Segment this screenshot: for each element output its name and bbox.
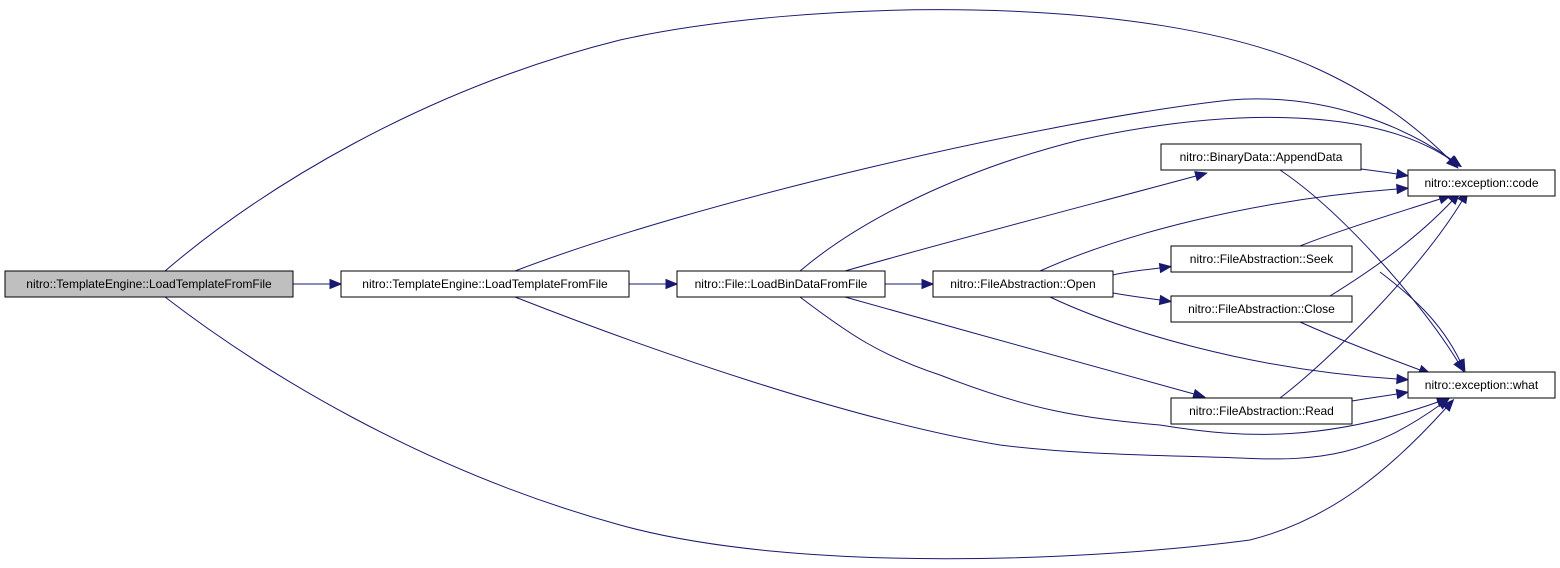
arrowhead-icon	[1441, 398, 1455, 412]
arrowhead-icon	[1194, 171, 1208, 182]
edge-lbdff-to-code	[799, 117, 1462, 272]
node-box[interactable]	[340, 270, 630, 298]
edge-line	[1379, 271, 1461, 362]
edge-root-to-what	[164, 296, 1455, 560]
edge-line	[1049, 296, 1398, 380]
edge-line	[844, 175, 1197, 272]
node-box[interactable]	[676, 270, 886, 298]
arrowhead-icon	[1447, 155, 1462, 168]
edge-lbdff-to-open	[885, 278, 935, 290]
edge-open-to-what	[1049, 296, 1410, 385]
node-box[interactable]	[1170, 295, 1353, 323]
edge-lbdff-to-append	[844, 171, 1208, 272]
edge-line	[514, 98, 1453, 272]
edge-line	[164, 9, 1451, 272]
node-label[interactable]: nitro::FileAbstraction::Read	[1189, 404, 1334, 418]
node-code[interactable]: nitro::exception::code	[1407, 169, 1556, 197]
node-label[interactable]: nitro::FileAbstraction::Seek	[1190, 252, 1334, 266]
node-box[interactable]	[4, 270, 294, 298]
node-what[interactable]: nitro::exception::what	[1407, 371, 1556, 399]
node-label[interactable]: nitro::exception::what	[1425, 378, 1539, 392]
edge-line	[1279, 169, 1459, 363]
edge-ltff-to-code	[514, 98, 1463, 272]
node-label[interactable]: nitro::File::LoadBinDataFromFile	[695, 277, 868, 291]
edge-line	[1329, 200, 1453, 297]
node-close[interactable]: nitro::FileAbstraction::Close	[1170, 295, 1353, 323]
node-root[interactable]: nitro::TemplateEngine::LoadTemplateFromF…	[4, 270, 294, 298]
arrowhead-icon	[1455, 358, 1466, 373]
edge-root-to-code	[164, 9, 1459, 272]
edge-line	[799, 296, 1439, 435]
call-graph-nodes: nitro::TemplateEngine::LoadTemplateFromF…	[4, 143, 1556, 425]
edge-append-to-code	[1360, 168, 1410, 180]
edge-line	[1299, 198, 1441, 247]
edge-line	[1299, 321, 1421, 371]
arrowhead-icon	[329, 278, 343, 290]
node-box[interactable]	[1170, 245, 1353, 273]
edge-open-to-seek	[1112, 262, 1173, 276]
edge-line	[1112, 267, 1161, 276]
arrowhead-icon	[1158, 262, 1173, 274]
arrowhead-icon	[665, 278, 679, 290]
node-label[interactable]: nitro::FileAbstraction::Close	[1188, 302, 1335, 316]
edge-read-to-code	[1279, 190, 1469, 399]
edge-line	[1039, 188, 1398, 272]
arrowhead-icon	[1192, 388, 1206, 399]
arrowhead-icon	[1396, 373, 1410, 385]
node-box[interactable]	[932, 270, 1114, 298]
node-label[interactable]: nitro::FileAbstraction::Open	[950, 277, 1095, 291]
edge-root-to-ltff	[293, 278, 343, 290]
edge-line	[514, 296, 1441, 460]
edge-line	[1360, 168, 1398, 175]
edge-read-to-what	[1351, 388, 1410, 402]
call-graph-edges	[164, 9, 1469, 560]
edge-line	[1351, 393, 1398, 402]
edge-close-to-code	[1329, 192, 1461, 297]
edge-seek-to-code	[1299, 194, 1452, 247]
edge-lbdff-to-read	[844, 296, 1206, 399]
arrowhead-icon	[1158, 294, 1173, 306]
node-lbdff[interactable]: nitro::File::LoadBinDataFromFile	[676, 270, 886, 298]
edge-line	[1112, 292, 1161, 301]
edge-open-to-close	[1112, 292, 1173, 306]
node-label[interactable]: nitro::BinaryData::AppendData	[1180, 150, 1343, 164]
node-read[interactable]: nitro::FileAbstraction::Read	[1170, 397, 1353, 425]
edge-line	[1279, 200, 1463, 399]
edge-seek-to-what	[1379, 271, 1466, 373]
edge-close-to-what	[1299, 321, 1432, 375]
arrowhead-icon	[1395, 168, 1410, 180]
edge-line	[799, 117, 1452, 272]
node-label[interactable]: nitro::TemplateEngine::LoadTemplateFromF…	[362, 277, 608, 291]
node-append[interactable]: nitro::BinaryData::AppendData	[1160, 143, 1362, 171]
node-box[interactable]	[1407, 371, 1556, 399]
node-box[interactable]	[1160, 143, 1362, 171]
edge-ltff-to-lbdff	[629, 278, 679, 290]
node-ltff[interactable]: nitro::TemplateEngine::LoadTemplateFromF…	[340, 270, 630, 298]
arrowhead-icon	[1395, 388, 1410, 400]
arrowhead-icon	[921, 278, 935, 290]
edge-line	[164, 296, 1447, 560]
edge-line	[844, 296, 1195, 395]
node-open[interactable]: nitro::FileAbstraction::Open	[932, 270, 1114, 298]
node-seek[interactable]: nitro::FileAbstraction::Seek	[1170, 245, 1353, 273]
node-label[interactable]: nitro::exception::code	[1424, 176, 1538, 190]
arrowhead-icon	[1396, 183, 1410, 195]
node-label[interactable]: nitro::TemplateEngine::LoadTemplateFromF…	[26, 277, 272, 291]
edge-open-to-code	[1039, 183, 1410, 272]
node-box[interactable]	[1170, 397, 1353, 425]
node-box[interactable]	[1407, 169, 1556, 197]
